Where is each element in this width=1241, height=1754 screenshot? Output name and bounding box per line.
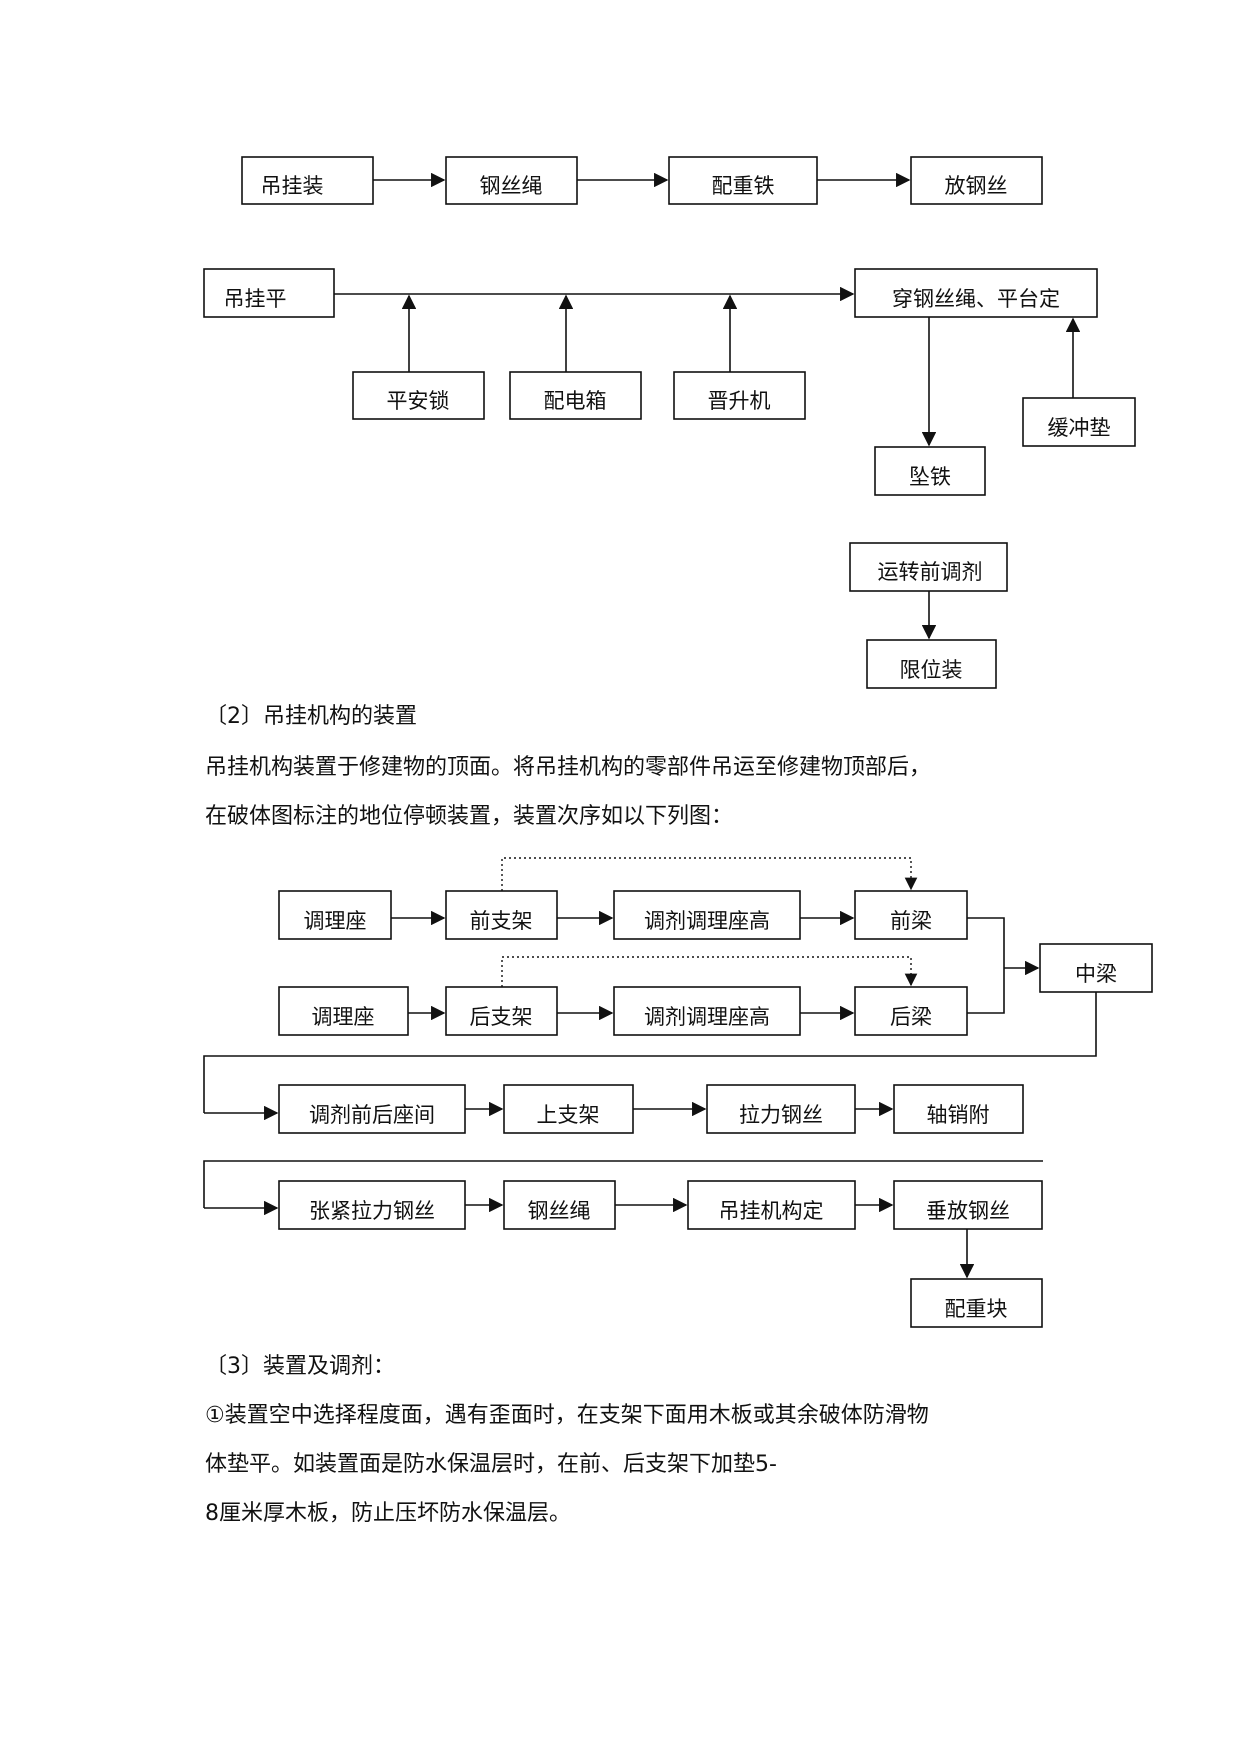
node-distribution-box: 配电箱 [509, 371, 642, 420]
node-lower-wire: 垂放钢丝 [893, 1180, 1043, 1230]
node-front-bracket: 前支架 [445, 890, 558, 940]
node-upper-bracket: 上支架 [503, 1084, 634, 1134]
node-counterweight-block: 配重块 [910, 1278, 1043, 1328]
svg-text:钢丝绳: 钢丝绳 [480, 174, 543, 198]
svg-text:调剂调理座高: 调剂调理座高 [644, 909, 770, 933]
svg-text:垂放钢丝: 垂放钢丝 [926, 1199, 1010, 1223]
section3-heading: 〔3〕装置及调剂： [205, 1354, 395, 1379]
svg-text:钢丝绳: 钢丝绳 [528, 1199, 591, 1223]
svg-text:吊挂平: 吊挂平 [224, 287, 287, 311]
node-counterweight: 配重铁 [668, 156, 818, 205]
svg-text:前梁: 前梁 [890, 909, 932, 933]
dotted-rear-link [501, 956, 918, 987]
node-release-wire: 放钢丝 [910, 156, 1043, 205]
svg-text:上支架: 上支架 [537, 1103, 600, 1127]
node-hanger-install: 吊挂装 [241, 156, 374, 205]
svg-text:吊挂装: 吊挂装 [261, 174, 324, 198]
node-a-adjust-seat: 调理座 [278, 890, 392, 940]
node-adjust-seat-spacing: 调剂前后座间 [278, 1084, 466, 1134]
node-buffer-pad: 缓冲垫 [1022, 397, 1136, 447]
node-d-wire-rope: 钢丝绳 [503, 1180, 616, 1230]
svg-text:中梁: 中梁 [1075, 962, 1117, 986]
node-pre-run-adjust: 运转前调剂 [849, 542, 1008, 592]
node-a-adjust-height: 调剂调理座高 [613, 890, 801, 940]
svg-text:穿钢丝绳、平台定: 穿钢丝绳、平台定 [892, 287, 1060, 311]
svg-text:后梁: 后梁 [890, 1005, 932, 1029]
merge-bracket [967, 917, 1005, 1014]
node-middle-beam: 中梁 [1039, 943, 1153, 993]
node-axle-pin: 轴销附 [893, 1084, 1024, 1134]
node-tension-wire: 拉力钢丝 [706, 1084, 856, 1134]
node-rear-bracket: 后支架 [445, 986, 558, 1036]
flow1: 吊挂装 钢丝绳 配重铁 放钢丝 吊挂平 穿钢丝绳、平台定 平安锁 [203, 156, 1136, 689]
svg-text:缓冲垫: 缓冲垫 [1048, 416, 1111, 440]
node-limit-install: 限位装 [866, 639, 997, 689]
section3-para-line2: 体垫平。如装置面是防水保温层时，在前、后支架下加垫5- [205, 1452, 777, 1477]
svg-text:轴销附: 轴销附 [927, 1103, 990, 1127]
node-safety-lock: 平安锁 [352, 371, 485, 420]
svg-text:调剂前后座间: 调剂前后座间 [309, 1103, 435, 1127]
node-wire-rope: 钢丝绳 [445, 156, 578, 205]
svg-text:限位装: 限位装 [900, 658, 963, 682]
section3-para-line1: ①装置空中选择程度面，遇有歪面时，在支架下面用木板或其余破体防滑物 [205, 1403, 929, 1428]
node-drop-weight: 坠铁 [874, 446, 986, 496]
node-tighten-tension-wire: 张紧拉力钢丝 [278, 1180, 466, 1230]
svg-text:坠铁: 坠铁 [909, 465, 951, 489]
svg-text:配重铁: 配重铁 [712, 174, 775, 198]
svg-text:放钢丝: 放钢丝 [945, 174, 1008, 198]
svg-text:配重块: 配重块 [945, 1297, 1008, 1321]
node-front-beam: 前梁 [854, 890, 968, 940]
node-b-adjust-height: 调剂调理座高 [613, 986, 801, 1036]
section2-para-line2: 在破体图标注的地位停顿装置，装置次序如以下列图： [205, 804, 734, 829]
svg-text:吊挂机构定: 吊挂机构定 [719, 1199, 824, 1223]
section3-para-line3: 8厘米厚木板，防止压坏防水保温层。 [205, 1501, 571, 1526]
svg-text:张紧拉力钢丝: 张紧拉力钢丝 [309, 1199, 435, 1223]
section2-heading: 〔2〕吊挂机构的装置 [205, 704, 417, 729]
svg-text:平安锁: 平安锁 [387, 389, 450, 413]
node-hanging-platform: 吊挂平 [203, 268, 335, 318]
connector-mid-row-c [203, 992, 1097, 1113]
section2-para-line1: 吊挂机构装置于修建物的顶面。将吊挂机构的零部件吊运至修建物顶部后， [205, 755, 932, 780]
svg-text:调理座: 调理座 [304, 909, 367, 933]
svg-text:后支架: 后支架 [470, 1005, 533, 1029]
node-rear-beam: 后梁 [854, 986, 968, 1036]
node-b-adjust-seat: 调理座 [278, 986, 409, 1036]
flow2: 调理座 前支架 调剂调理座高 前梁 调理座 后支架 调剂调理座高 [203, 857, 1153, 1328]
connector-row-d [203, 1160, 1043, 1208]
node-hanger-fix: 吊挂机构定 [687, 1180, 856, 1230]
node-hoist: 晋升机 [673, 371, 806, 420]
svg-text:拉力钢丝: 拉力钢丝 [739, 1103, 823, 1127]
svg-text:前支架: 前支架 [470, 909, 533, 933]
svg-text:运转前调剂: 运转前调剂 [878, 560, 983, 584]
svg-text:调剂调理座高: 调剂调理座高 [644, 1005, 770, 1029]
node-thread-wire-platform: 穿钢丝绳、平台定 [854, 268, 1098, 318]
svg-text:调理座: 调理座 [312, 1005, 375, 1029]
dotted-front-link [501, 857, 918, 891]
svg-text:配电箱: 配电箱 [544, 389, 607, 413]
svg-text:晋升机: 晋升机 [708, 389, 771, 413]
